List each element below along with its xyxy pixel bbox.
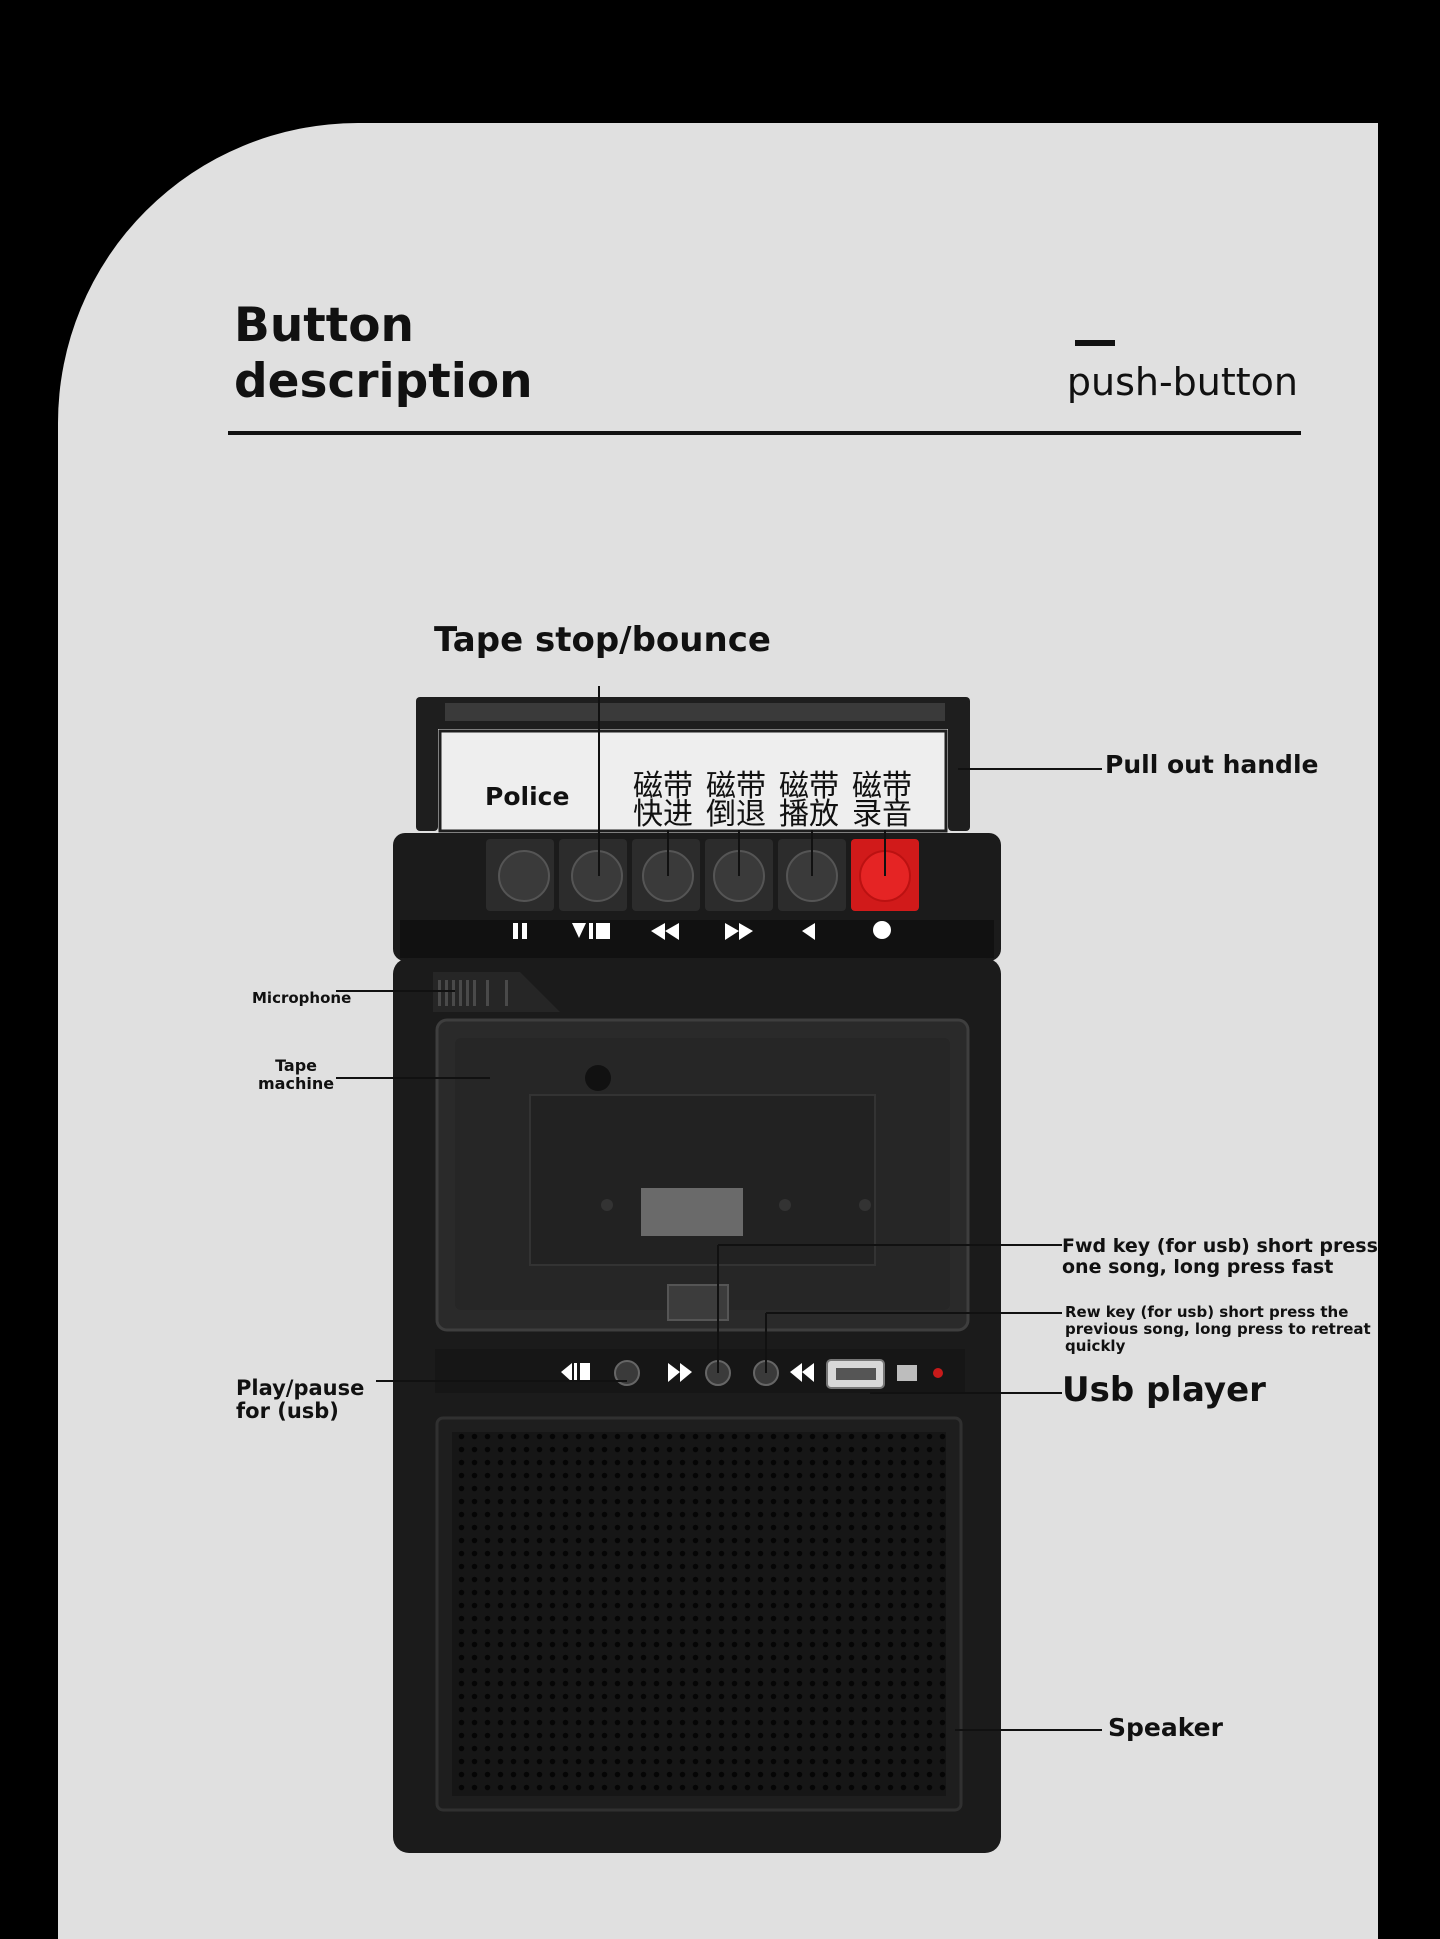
fast-forward-icon [725, 923, 753, 940]
title-line-2: description [234, 354, 533, 409]
label-zh-play: 磁带播放 [779, 769, 839, 832]
label-zh-rewind: 磁带倒退 [706, 769, 766, 832]
stop-eject-icon [572, 923, 610, 939]
subtitle-dash [1075, 340, 1115, 346]
header-divider [228, 431, 1301, 435]
rewind-icon [790, 1363, 814, 1382]
rewind-icon [651, 923, 679, 940]
label-zh-record: 磁带录音 [852, 769, 912, 832]
label-microphone: Microphone [252, 989, 352, 1007]
pause-icon [513, 923, 527, 939]
usb-control-strip [435, 1349, 965, 1393]
usb-controls [561, 1359, 943, 1389]
play-icon [802, 923, 815, 940]
label-usb-player: Usb player [1062, 1370, 1266, 1410]
fast-forward-icon [668, 1363, 692, 1382]
previous-track-icon [561, 1363, 590, 1382]
label-pull-out-handle: Pull out handle [1105, 750, 1319, 779]
cassette-window [435, 1018, 970, 1332]
sd-slot-icon[interactable] [897, 1365, 917, 1381]
title-line-1: Button [234, 298, 414, 353]
usb-play-pause-button[interactable] [614, 1360, 640, 1386]
record-icon [873, 921, 891, 939]
page-subtitle: push-button [1066, 360, 1298, 404]
label-zh-fast-forward: 磁带快进 [633, 769, 693, 832]
pull-out-handle [416, 697, 970, 833]
led-indicator-icon [933, 1368, 943, 1378]
button-icon-strip [400, 920, 994, 958]
callout-lines [336, 686, 1102, 1731]
microphone-grille [433, 972, 560, 1012]
tape-button-symbols [513, 921, 891, 940]
label-tape-stop-bounce: Tape stop/bounce [434, 620, 771, 660]
page-title: Button description [234, 298, 533, 410]
label-police: Police [485, 782, 570, 811]
speaker-grille [452, 1432, 946, 1796]
label-speaker: Speaker [1108, 1713, 1223, 1742]
